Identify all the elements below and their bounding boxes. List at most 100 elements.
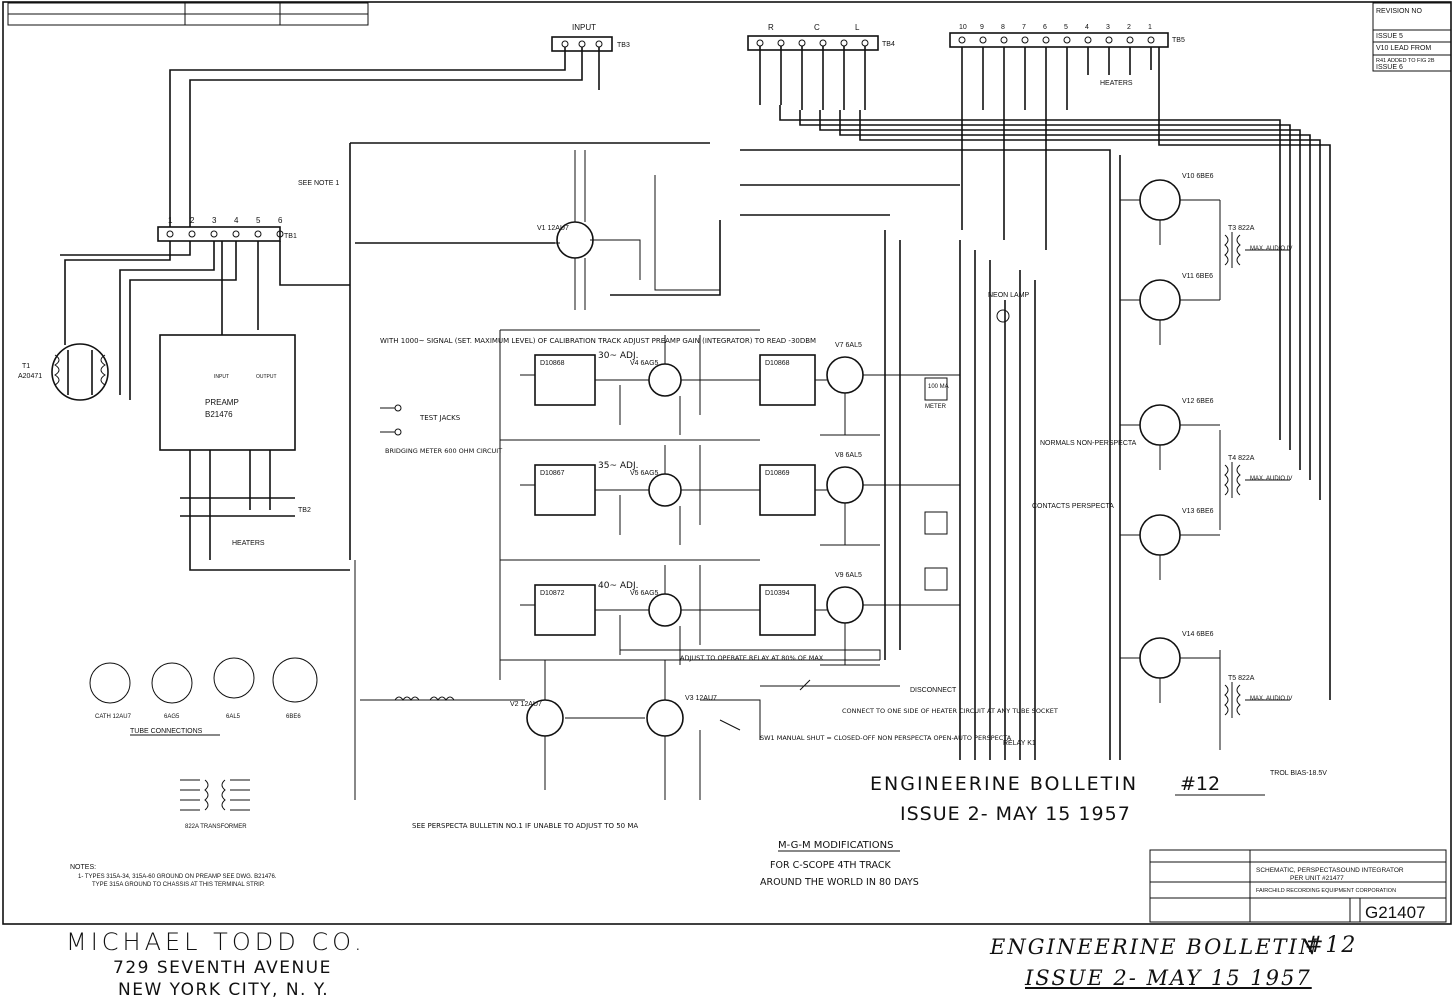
svg-text:B21476: B21476 [205,410,233,419]
svg-text:V3 12AU7: V3 12AU7 [685,695,717,702]
filter-box [534,464,596,516]
svg-text:TB4: TB4 [882,41,895,48]
tb5-number: 2 [1127,24,1131,31]
tb1-terminal [276,230,284,238]
tb5-terminal [958,36,966,44]
transformer-t1: T1 A20471 [18,343,109,401]
pentode-tube [648,473,682,507]
diode-tube [826,356,864,394]
freq-adjust-note: 30~ ADJ. [598,351,638,361]
svg-text:L: L [855,23,860,32]
drawing-border [2,1,1452,925]
filter-box [759,354,816,406]
svg-text:HEATERS: HEATERS [1100,80,1133,87]
svg-text:V13 6BE6: V13 6BE6 [1182,508,1214,515]
svg-text:V11 6BE6: V11 6BE6 [1182,273,1213,280]
tube-v2: V2 12AU7 [510,699,564,737]
tb5-terminal [1147,36,1155,44]
tube-label: V4 6AG5 [630,360,659,367]
tb5-terminal [1126,36,1134,44]
pentode-tube [648,593,682,627]
normals-note: NORMALS NON-PERSPECTA [1040,440,1137,447]
svg-text:MAX. AUDIO IV: MAX. AUDIO IV [1250,476,1292,482]
svg-text:6AL5: 6AL5 [226,714,241,720]
svg-text:822A TRANSFORMER: 822A TRANSFORMER [185,824,247,830]
svg-text:TB1: TB1 [284,233,297,240]
svg-text:PER UNIT #21477: PER UNIT #21477 [1290,875,1344,882]
tube-6be6: V11 6BE6 [1120,273,1220,345]
company-name: MICHAEL TODD CO. [66,928,366,956]
tube-label: V7 6AL5 [835,342,862,349]
bulletin-issue: ISSUE 2- MAY 15 1957 [1025,966,1312,990]
svg-text:T5 822A: T5 822A [1228,675,1255,682]
bulletin-title: ENGINEERINE BOLLETIN [990,935,1320,959]
filter-label: D10868 [765,360,790,367]
tb5-terminal [1042,36,1050,44]
relay-label: RELAY K1 [1003,740,1036,747]
tube-6be6: V10 6BE6 [1120,173,1220,245]
title-block: SCHEMATIC, PERSPECTASOUND INTEGRATOR PER… [1149,849,1447,923]
svg-text:INPUT: INPUT [214,374,229,380]
svg-text:C: C [814,23,820,32]
svg-text:ENGINEERINE BOLLETIN: ENGINEERINE BOLLETIN [870,773,1138,795]
bias-note: TROL BIAS-18.5V [1270,770,1327,777]
filter-box [759,464,816,516]
tube-6be6: V13 6BE6 [1120,508,1220,580]
svg-text:100 MA: 100 MA [928,384,949,390]
svg-text:OUTPUT: OUTPUT [256,374,277,380]
svg-text:METER: METER [925,404,947,410]
see-perspecta-note: SEE PERSPECTA BULLETIN NO.1 IF UNABLE TO… [412,822,638,830]
tb1-number: 3 [212,216,217,225]
tb5-terminal [1021,36,1029,44]
filter-box [759,584,816,636]
mgm-modifications: M-G-M MODIFICATIONS FOR C-SCOPE 4TH TRAC… [760,840,919,888]
tb5-number: 5 [1064,24,1068,31]
neon-lamp-label: NEON LAMP [988,292,1030,299]
meter-1: 100 MA METER [924,377,949,410]
tb5-terminal [1063,36,1071,44]
meter-2 [924,511,948,535]
sw1-note: SW1 MANUAL SHUT = CLOSED-OFF NON PERSPEC… [760,734,1012,742]
connect-note: CONNECT TO ONE SIDE OF HEATER CIRCUIT AT… [842,707,1058,715]
tb5-terminal [979,36,987,44]
svg-text:V12 6BE6: V12 6BE6 [1182,398,1214,405]
filter-label: D10867 [540,470,565,477]
revision-line3: V10 LEAD FROM [1376,45,1431,52]
revision-line2: ISSUE 5 [1376,33,1403,40]
tb5-number: 4 [1085,24,1089,31]
svg-text:SCHEMATIC, PERSPECTASOUND INTE: SCHEMATIC, PERSPECTASOUND INTEGRATOR [1256,867,1404,874]
svg-text:M-G-M MODIFICATIONS: M-G-M MODIFICATIONS [778,840,893,851]
tube-label: V9 6AL5 [835,572,862,579]
svg-text:TB5: TB5 [1172,37,1185,44]
svg-text:AROUND THE WORLD IN 80 DAYS: AROUND THE WORLD IN 80 DAYS [760,877,919,888]
revision-line5: ISSUE 6 [1376,64,1403,71]
filter-box [534,354,596,406]
tb5-terminal [1105,36,1113,44]
filter-label: D10868 [540,360,565,367]
tube-6be6: V12 6BE6 [1120,398,1220,470]
tube-connections: CATH 12AU7 6AG5 6AL5 6BE6 TUBE CONNECTIO… [89,657,318,830]
svg-text:TUBE CONNECTIONS: TUBE CONNECTIONS [130,728,203,735]
tb5-number: 6 [1043,24,1047,31]
tube-v1: V1 12AU7 [537,221,594,259]
svg-text:FAIRCHILD RECORDING EQUIPMENT: FAIRCHILD RECORDING EQUIPMENT CORPORATIO… [1256,888,1396,894]
svg-text:INPUT: INPUT [572,23,596,32]
svg-text:1- TYPES 315A-34, 315A-60 GROU: 1- TYPES 315A-34, 315A-60 GROUND ON PREA… [78,874,277,880]
contacts-note: CONTACTS PERSPECTA [1032,503,1114,510]
tb5-number: 9 [980,24,984,31]
svg-text:V14 6BE6: V14 6BE6 [1182,631,1214,638]
svg-text:A20471: A20471 [18,373,42,380]
tb1-number: 1 [168,216,173,225]
diode-tube [826,466,864,504]
svg-text:SEE NOTE 1: SEE NOTE 1 [298,180,339,187]
filter-label: D10869 [765,470,790,477]
tube-label: V8 6AL5 [835,452,862,459]
heaters-label: HEATERS [232,540,265,547]
revision-line1: REVISION NO [1376,8,1422,15]
company-address-1: 729 SEVENTH AVENUE [113,958,332,978]
